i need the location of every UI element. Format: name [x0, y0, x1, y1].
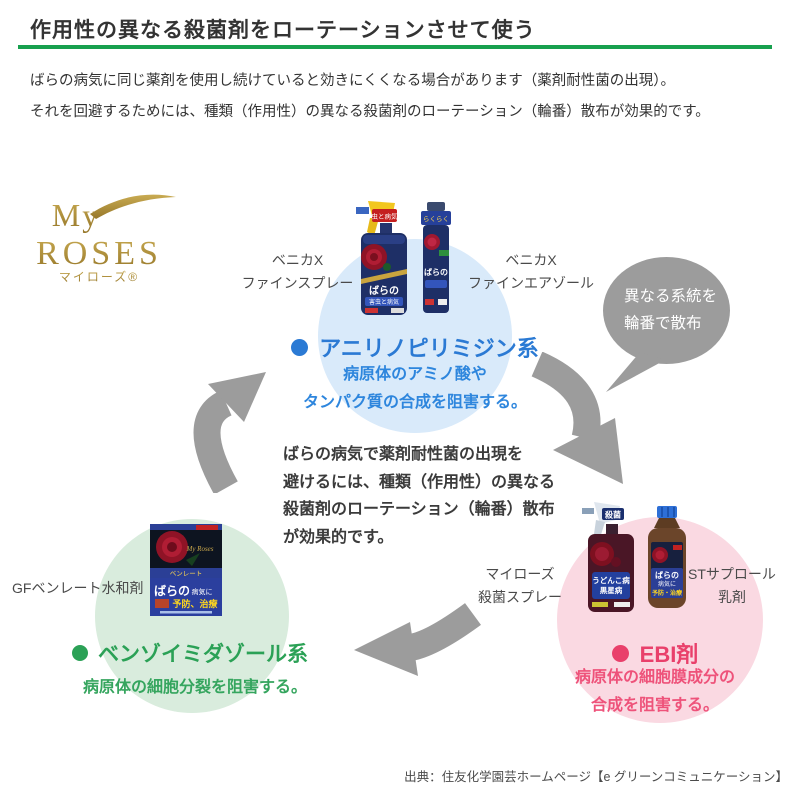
title-underline: [18, 45, 772, 49]
label-line: ファインスプレー: [241, 275, 354, 291]
my-roses-logo: My ROSES マイローズ®: [36, 194, 176, 284]
label-myrose-spray: マイローズ 殺菌スプレー: [464, 563, 576, 609]
product-myrose-fungicide-spray-image: 殺菌 うどんこ病 黒星病: [582, 502, 634, 612]
myrose-label-line2: 黒星病: [600, 585, 623, 595]
desc-line: 病原体の細胞膜成分の: [574, 669, 735, 686]
bubble-line-1: 異なる系統を: [624, 288, 718, 305]
label-line: STサプロール: [688, 566, 776, 582]
st-label-effect: 予防・治療: [652, 589, 682, 597]
logo-swoosh-icon: [90, 194, 176, 219]
label-benika-fine-spray: ベニカX ファインスプレー: [240, 249, 355, 295]
label-benika-fine-aerosol: ベニカX ファインエアゾール: [460, 249, 602, 295]
anilino-group-description: 病原体のアミノ酸や タンパク質の合成を阻害する。: [255, 361, 575, 417]
benika-body-text: ばらの: [369, 284, 399, 297]
ebi-group-description: 病原体の細胞膜成分の 合成を阻害する。: [520, 664, 790, 720]
desc-line: タンパク質の合成を阻害する。: [302, 394, 527, 411]
anilino-group-title: アニリノピリミジン系: [278, 331, 552, 363]
label-line: 乳剤: [718, 589, 746, 605]
intro-line-1: ばらの病気に同じ薬剤を使用し続けていると効きにくくなる場合があります（薬剤耐性菌…: [30, 73, 675, 89]
box-effect-text: 予防、治療: [172, 598, 217, 609]
label-line: ファインエアゾール: [468, 275, 594, 291]
desc-line: 病原体のアミノ酸や: [343, 366, 487, 383]
st-label-name2: 病気に: [658, 580, 676, 588]
box-band-text: ベンレート: [170, 570, 203, 578]
label-st-saprol: STサプロール 乳剤: [672, 563, 792, 609]
label-line: 殺菌スプレー: [478, 589, 562, 605]
page-title: 作用性の異なる殺菌剤をローテーションさせて使う: [30, 19, 536, 42]
benika-badge-text: 虫と病気: [372, 212, 399, 221]
box-brand-text: My Roses: [185, 545, 213, 553]
benika-body-subtext: 害虫と病気: [369, 298, 399, 306]
label-line: ベニカX: [505, 252, 557, 268]
benzo-group-name: ベンゾイミダゾール系: [98, 643, 308, 666]
benzo-group-description: 病原体の細胞分裂を阻害する。: [35, 674, 355, 702]
logo-word-roses: ROSES: [36, 235, 162, 272]
benzo-group-title: ベンゾイミダゾール系: [55, 638, 325, 668]
blue-bullet-icon: [291, 338, 309, 356]
label-line: ベニカX: [271, 252, 324, 268]
ebi-group-name: EBI剤: [639, 642, 699, 667]
product-benika-x-fine-spray-image: 虫と病気 ばらの 害虫と病気: [356, 201, 407, 315]
desc-line: 合成を阻害する。: [590, 697, 719, 714]
green-bullet-icon: [72, 645, 88, 661]
label-line: マイローズ: [485, 566, 555, 582]
intro-paragraph: ばらの病気に同じ薬剤を使用し続けていると効きにくくなる場合があります（薬剤耐性菌…: [30, 66, 775, 128]
product-benika-x-fine-aerosol-image: らくらく ばらの: [421, 202, 451, 313]
note-line: ばらの病気で薬剤耐性菌の出現を: [283, 446, 524, 463]
desc-line: 病原体の細胞分裂を阻害する。: [82, 679, 307, 696]
speech-bubble-tail: [606, 352, 665, 392]
aerosol-body-text: ばらの: [424, 267, 448, 277]
rotation-arrow-up-icon: [193, 372, 266, 493]
intro-line-2: それを回避するためには、種類（作用性）の異なる殺菌剤のローテーション（輪番）散布…: [30, 104, 710, 120]
rotation-arrow-down-icon: [531, 352, 623, 484]
label-gf-benlate: GFベンレート水和剤: [12, 577, 154, 600]
product-gf-benlate-box-image: My Roses ベンレート ばらの 病気に 予防、治療: [150, 524, 222, 616]
box-name2-text: 病気に: [192, 587, 213, 596]
rotation-arrow-left-icon: [354, 603, 481, 676]
bubble-line-2: 輪番で散布: [624, 315, 702, 332]
myrose-badge-text: 殺菌: [604, 510, 621, 520]
st-label-name: ばらの: [655, 570, 679, 580]
note-line: が効果的です。: [283, 528, 394, 546]
aerosol-badge-text: らくらく: [423, 215, 449, 223]
note-line: 避けるには、種類（作用性）の異なる: [283, 473, 556, 491]
box-name-text: ばらの: [154, 583, 190, 598]
source-citation: 出典：住友化学園芸ホームページ【e グリーンコミュニケーション】: [404, 770, 788, 784]
red-bullet-icon: [611, 644, 629, 662]
myrose-label-line1: うどんこ病: [592, 575, 630, 585]
ebi-group-title: EBI剤: [540, 637, 770, 669]
anilino-group-name: アニリノピリミジン系: [319, 336, 539, 361]
anilino-group-circle: [318, 239, 512, 433]
logo-word-my: My: [52, 197, 100, 233]
product-st-saprol-bottle-image: ばらの 病気に 予防・治療: [648, 506, 686, 608]
note-line: 殺菌剤のローテーション（輪番）散布: [283, 501, 555, 518]
center-note: ばらの病気で薬剤耐性菌の出現を 避けるには、種類（作用性）の異なる 殺菌剤のロー…: [283, 441, 583, 551]
logo-kana: マイローズ®: [59, 269, 139, 284]
speech-bubble: 異なる系統を 輪番で散布: [603, 257, 730, 364]
label-line: GFベンレート水和剤: [12, 580, 144, 596]
